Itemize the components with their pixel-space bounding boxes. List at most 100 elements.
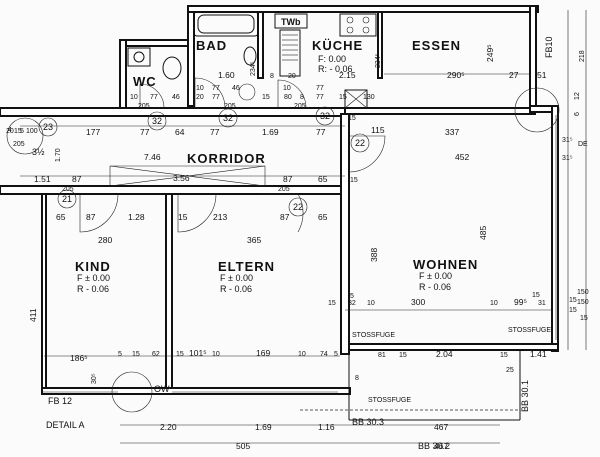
ventilation-bad — [238, 83, 256, 101]
dim-label: 2.20 — [160, 422, 177, 432]
dim-label: 27 — [509, 70, 519, 80]
dim-label: 62 — [152, 351, 160, 358]
door-eltern — [177, 193, 217, 233]
marker-22-b-label: 22 — [293, 202, 303, 212]
dim-label: 15 — [339, 94, 347, 101]
dim-label: 65 — [318, 212, 328, 222]
dim-label: 87 — [280, 212, 290, 222]
dim-label: 15 — [348, 115, 356, 122]
dim-label: 1.51 — [34, 174, 51, 184]
wall-bottom-rooms — [41, 387, 351, 395]
dim-label: 30⁵ — [91, 373, 98, 384]
marker-32-b — [218, 108, 238, 128]
dim-label: 15 — [176, 351, 184, 358]
dim-label: 5 — [118, 351, 122, 358]
dim-label: 8 — [270, 73, 274, 80]
marker-32-c — [315, 106, 335, 126]
bathtub — [193, 11, 259, 37]
dim-label: 31 — [538, 300, 546, 307]
dim-label: 77 — [150, 94, 158, 101]
dim-label: 64 — [175, 127, 185, 137]
wohnen-floor-r: R - 0.06 — [419, 282, 451, 292]
dim-label: 213 — [213, 212, 227, 222]
wall-wohnen-bottom — [348, 343, 559, 351]
dim-label: 234⁵ — [250, 61, 257, 76]
kind-floor-r: R - 0.06 — [77, 284, 109, 294]
stove-burner-2 — [362, 16, 370, 24]
dim-label: 150 — [577, 289, 589, 296]
door-kueche — [277, 79, 307, 109]
dim-label: 177 — [86, 127, 100, 137]
room-wohnen: WOHNEN — [413, 257, 478, 272]
kueche-floor-r: R: - 0.06 — [318, 64, 353, 74]
korridor-cabinet-x2 — [109, 165, 266, 187]
dim-label: 15 — [350, 177, 358, 184]
dim-label: 15 — [569, 297, 577, 304]
door-wohnen — [348, 135, 386, 173]
dim-label: 452 — [455, 152, 469, 162]
wall-bad-kueche — [257, 11, 264, 79]
dim-label: 505 — [236, 441, 250, 451]
kueche-floor-f: F: 0.00 — [318, 54, 346, 64]
dim-label: 115 — [371, 125, 385, 135]
wall-bad-left — [187, 5, 195, 107]
dim-label: 205 — [278, 186, 290, 193]
dim-label: 249⁵ — [485, 44, 495, 62]
wohnen-floor-f: F ± 0.00 — [419, 271, 452, 281]
dim-label: 10 — [490, 300, 498, 307]
dim-label: 77 — [316, 85, 324, 92]
wall-wohnen-top — [344, 107, 536, 115]
label-stossfuge-1: STOSSFUGE — [352, 332, 395, 339]
twb-label: TWb — [281, 17, 301, 27]
dim-label: 74 — [320, 351, 328, 358]
label-ow: OW — [154, 384, 170, 394]
marker-22-a-label: 22 — [355, 138, 365, 148]
stove — [339, 13, 377, 37]
dim-label: 31⁵ — [562, 155, 573, 162]
dim-label: 81 — [378, 352, 386, 359]
kind-floor-f: F ± 0.00 — [77, 273, 110, 283]
door-bad — [260, 193, 304, 233]
dim-label: 2.15 — [339, 70, 356, 80]
dim-label: 1.16 — [318, 422, 335, 432]
dim-label: 1.69 — [255, 422, 272, 432]
dim-label: 234⁵ — [375, 53, 382, 68]
marker-22-a — [350, 133, 370, 153]
detail-circle-bottom — [111, 371, 153, 413]
detail-circle-top — [514, 87, 560, 133]
wc-basin-bowl — [133, 51, 145, 63]
label-de: DE — [578, 141, 588, 148]
label-bb301: BB 30.1 — [520, 380, 530, 412]
bathtub-inner — [197, 14, 255, 34]
stove-burner-1 — [346, 16, 354, 24]
dim-label: 77 — [212, 94, 220, 101]
dim-label: 130 — [363, 94, 375, 101]
dim-label: 205 — [294, 103, 306, 110]
dim-label: 77 — [316, 127, 326, 137]
dim-label: 3.56 — [173, 173, 190, 183]
dim-label: 77 — [212, 85, 220, 92]
dim-label: 15 — [328, 300, 336, 307]
wall-wc-left — [119, 39, 127, 111]
marker-23 — [38, 117, 58, 137]
wall-korridor-bottom — [0, 185, 346, 195]
wall-eltern-wohnen — [340, 113, 350, 355]
label-stossfuge-3: STOSSFUGE — [368, 397, 411, 404]
dim-label: 365 — [247, 235, 261, 245]
dim-label: 467 — [434, 422, 448, 432]
dim-label: 8 — [355, 375, 359, 382]
dim-label: 15 — [262, 94, 270, 101]
dim-label: 337 — [445, 127, 459, 137]
dim-label: 65 — [56, 212, 66, 222]
eltern-floor-f: F ± 0.00 — [220, 273, 253, 283]
dim-label: 300 — [411, 297, 425, 307]
dim-label: 87 — [283, 174, 293, 184]
dim-label: 7.46 — [144, 152, 161, 162]
toilet-bad — [243, 46, 257, 66]
label-fb12: FB 12 — [48, 396, 72, 406]
kitchen-fridge — [344, 89, 368, 109]
dim-label: 150 — [577, 299, 589, 306]
dim-label: 15 — [14, 128, 22, 135]
dim-label: 100 — [26, 128, 38, 135]
dim-label: 46 — [232, 85, 240, 92]
